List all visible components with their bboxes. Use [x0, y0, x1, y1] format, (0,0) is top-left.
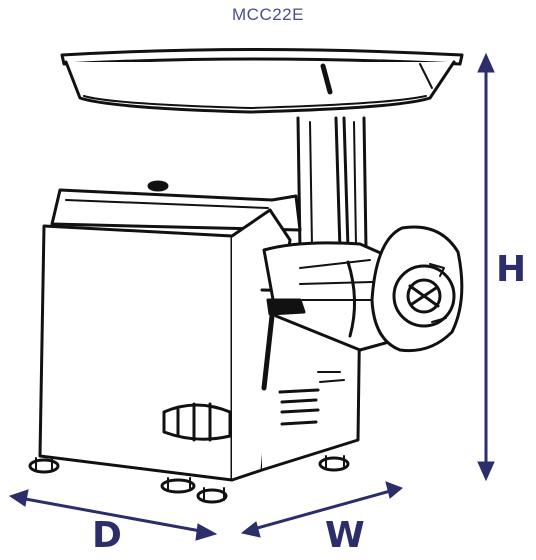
power-switch: [162, 402, 232, 442]
width-arrow: [240, 481, 403, 538]
height-arrow: [477, 52, 495, 482]
column: [296, 116, 368, 252]
cutting-plate-ring: [370, 225, 464, 353]
height-label: H: [496, 249, 527, 290]
depth-arrow: [8, 489, 218, 541]
feet: [28, 455, 350, 504]
feed-tray: [60, 48, 464, 114]
depth-label: D: [92, 515, 122, 556]
model-title: MCC22E: [232, 5, 304, 24]
body-top: [50, 180, 302, 232]
width-label: W: [325, 515, 365, 556]
